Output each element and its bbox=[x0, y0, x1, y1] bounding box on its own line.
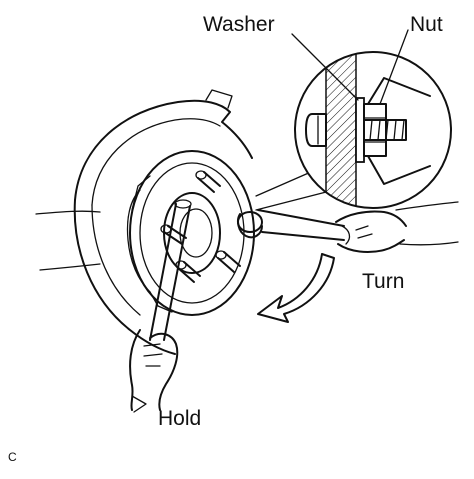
curved-arrow-icon bbox=[257, 253, 335, 323]
hub-bolt bbox=[175, 260, 201, 283]
hub-bolts bbox=[160, 170, 241, 283]
wrench bbox=[237, 209, 345, 241]
hand-hold bbox=[129, 329, 179, 413]
hand-turn bbox=[335, 210, 407, 253]
holding-bar bbox=[149, 199, 192, 341]
wheel-hub bbox=[126, 150, 255, 316]
backing-plate bbox=[73, 89, 253, 355]
turn-label: Turn bbox=[362, 270, 405, 293]
figure-code: C bbox=[8, 450, 17, 464]
hub-bolt bbox=[215, 250, 241, 273]
axle-outline bbox=[35, 201, 459, 271]
nut-label: Nut bbox=[410, 13, 443, 36]
washer-label: Washer bbox=[203, 13, 275, 36]
hub-bolt bbox=[195, 170, 221, 193]
hold-label: Hold bbox=[158, 407, 202, 430]
detail-view bbox=[294, 51, 452, 209]
label-leaders bbox=[291, 29, 409, 105]
